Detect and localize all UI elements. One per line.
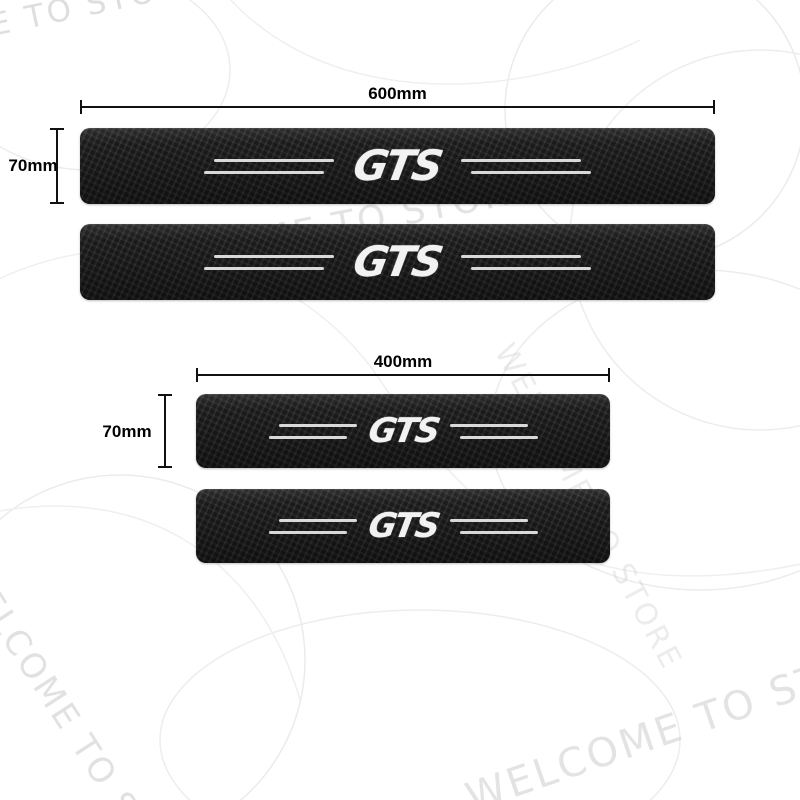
dimension-line-600mm [80,100,715,114]
dimension-line-70mm-short [158,394,172,468]
dimension-label-70mm-short: 70mm [102,422,152,441]
sill-strip-600mm-2: GTS [80,224,715,300]
gts-logo: GTS [349,237,446,286]
gts-logo: GTS [349,141,446,190]
sill-strip-600mm-1: GTS [80,128,715,204]
dimension-label-70mm-long: 70mm [8,156,58,175]
dimension-label-400mm: 400mm [373,352,433,371]
accent-lines-left [204,254,335,270]
gts-logo: GTS [364,506,442,546]
gts-logo: GTS [364,411,442,451]
sill-strip-400mm-2: GTS [196,489,610,563]
dimension-line-70mm-long [50,128,64,204]
sill-strip-400mm-1: GTS [196,394,610,468]
accent-lines-left [268,518,357,534]
accent-lines-right [460,254,591,270]
dimension-line-400mm [196,368,610,382]
accent-lines-left [204,158,335,174]
accent-lines-right [460,158,591,174]
dimension-label-600mm: 600mm [368,84,427,103]
accent-lines-right [449,518,538,534]
accent-lines-left [268,423,357,439]
accent-lines-right [449,423,538,439]
